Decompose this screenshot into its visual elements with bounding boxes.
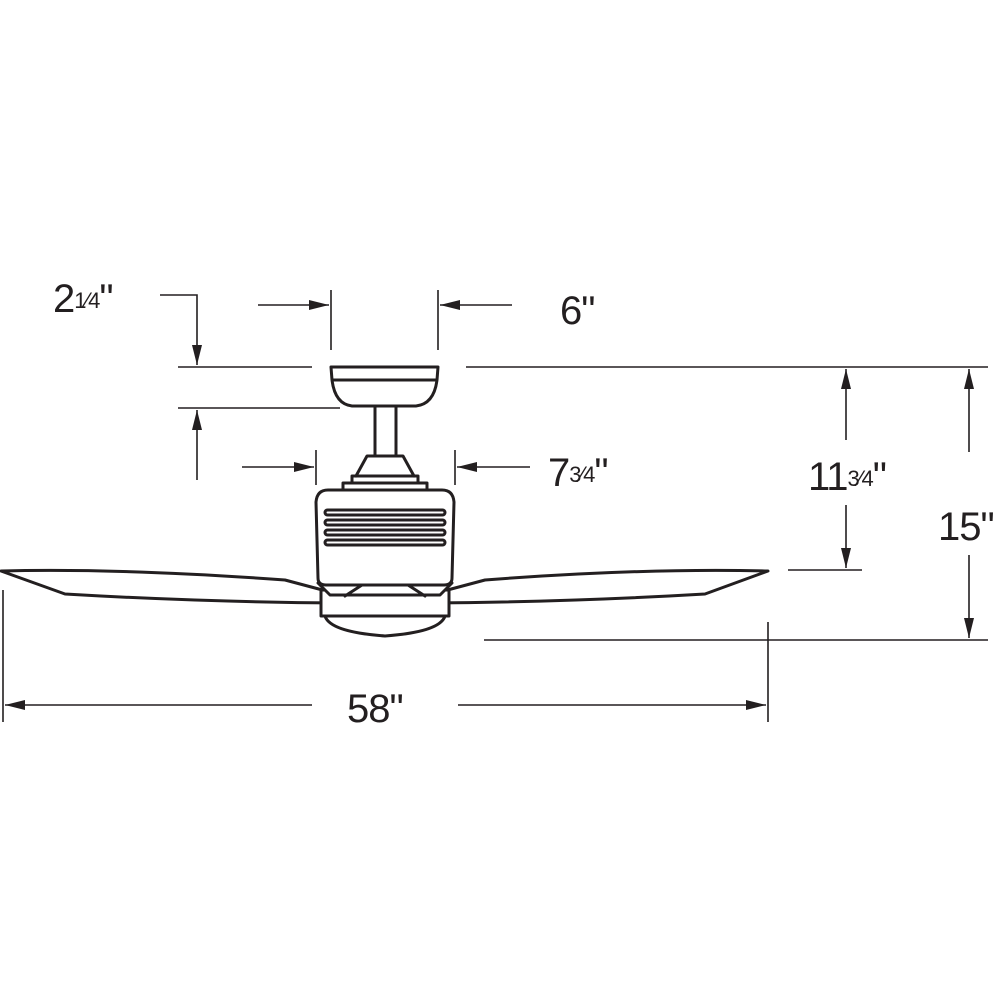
light-kit [319,588,451,638]
motor-housing [314,488,456,587]
vent-slots [323,508,447,547]
dimension-lines [2,290,988,722]
label-overall-height: 15" [938,505,994,549]
label-motor-width: 73⁄4" [548,451,608,495]
canopy [329,365,440,408]
downrod [373,404,398,458]
label-ceiling-to-blade: 113⁄4" [808,455,886,499]
label-canopy-height: 21⁄4" [53,277,113,321]
blade-left [0,568,347,605]
label-blade-span: 58" [347,687,403,731]
coupler [350,454,420,485]
blade-right [423,568,770,605]
label-canopy-width: 6" [560,289,594,333]
ceiling-fan [0,365,770,638]
